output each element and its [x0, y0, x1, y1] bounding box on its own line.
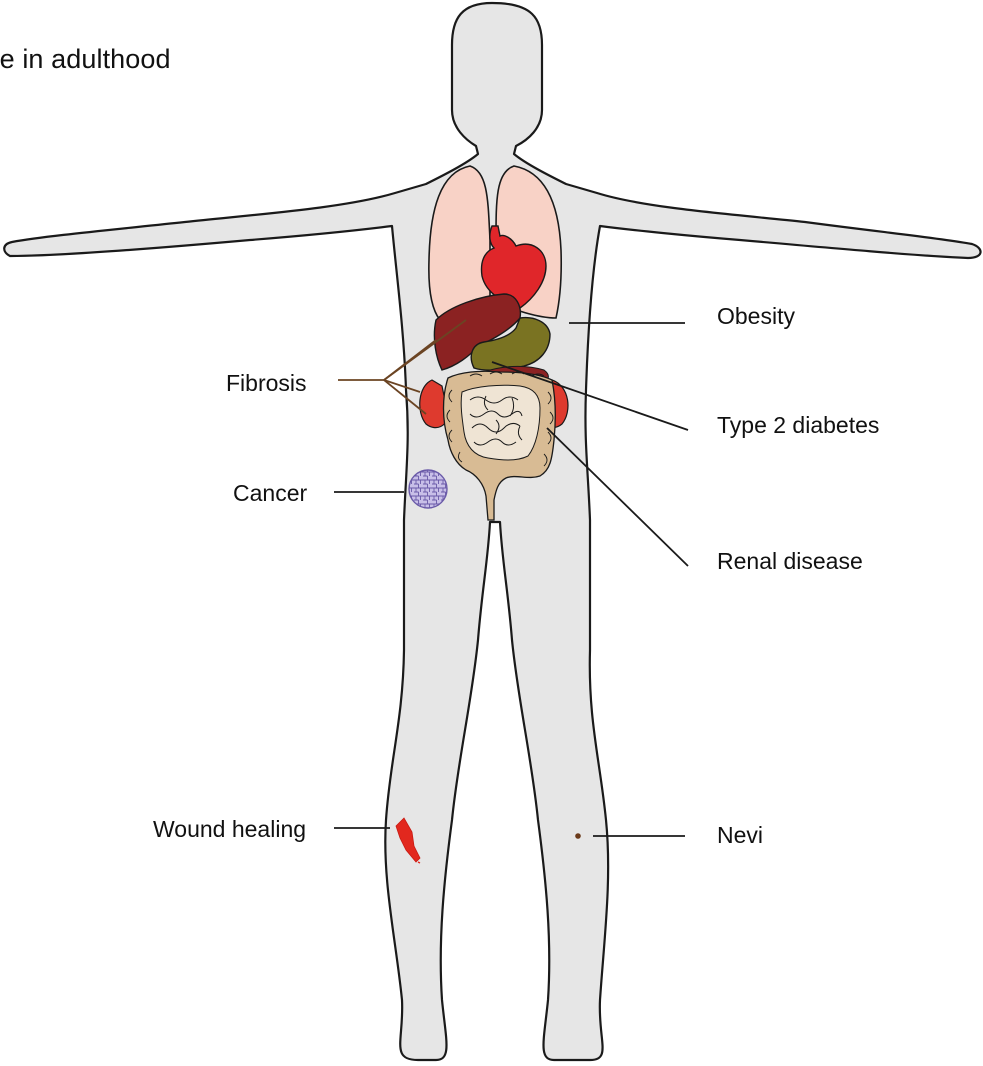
nevi-label: Nevi — [717, 824, 763, 847]
body-silhouette — [4, 3, 980, 1060]
nevus-mole — [575, 833, 581, 839]
wound-healing-label: Wound healing — [153, 818, 306, 841]
figure-title: ce in adulthood — [0, 44, 171, 75]
obesity-label: Obesity — [717, 305, 795, 328]
tumor-mass — [409, 470, 447, 508]
small-intestine — [461, 385, 540, 460]
fibrosis-label: Fibrosis — [226, 372, 307, 395]
type2-diabetes-label: Type 2 diabetes — [717, 414, 879, 437]
renal-disease-label: Renal disease — [717, 550, 863, 573]
cancer-label: Cancer — [233, 482, 307, 505]
